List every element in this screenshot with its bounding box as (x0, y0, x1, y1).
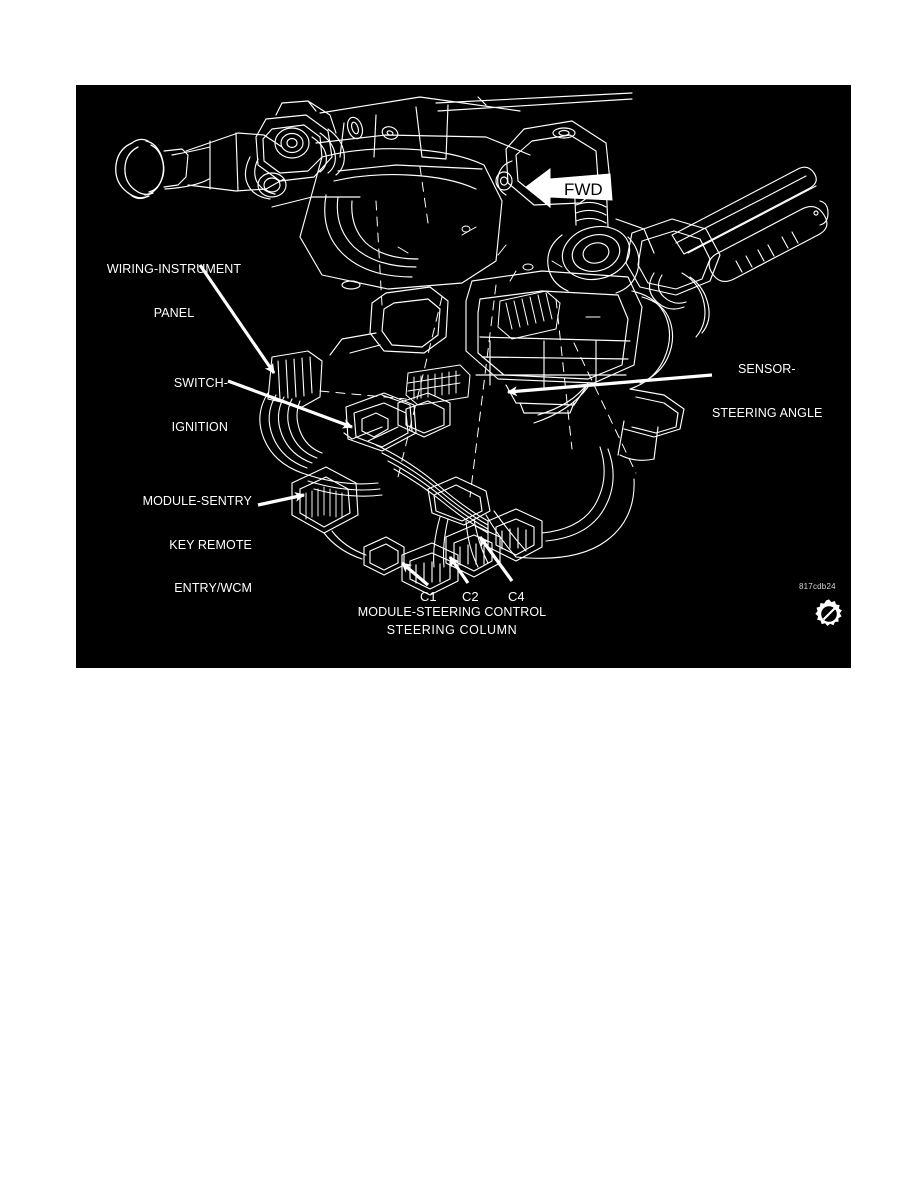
callout-line: KEY REMOTE (169, 537, 252, 552)
gear-slash-icon (815, 599, 842, 626)
callout-line: PANEL (153, 305, 195, 320)
callout-sensor-steering-angle: SENSOR- STEERING ANGLE (712, 333, 851, 449)
figure-caption: STEERING COLUMN (386, 623, 518, 637)
callout-module-sentry-key-remote-entry-wcm: MODULE-SENTRY KEY REMOTE ENTRY/WCM (76, 465, 252, 625)
callout-line: SWITCH- (173, 376, 228, 390)
callout-line: SENSOR- (738, 362, 796, 376)
callout-line: IGNITION (171, 419, 228, 434)
callout-line: ENTRY/WCM (174, 581, 252, 595)
callout-line: WIRING-INSTRUMENT (106, 262, 242, 276)
illustration-plate: FWD (76, 85, 851, 668)
callout-switch-ignition: SWITCH- IGNITION (76, 347, 228, 463)
callout-module-steering-control: MODULE-STEERING CONTROL (357, 605, 547, 619)
callout-line: STEERING ANGLE (712, 405, 823, 420)
connector-label-c1: C1 (420, 589, 437, 604)
fwd-label: FWD (564, 180, 603, 199)
connector-label-c2: C2 (462, 589, 479, 604)
figure-code: 817cdb24 (799, 582, 836, 591)
callout-wiring-instrument-panel: WIRING-INSTRUMENT PANEL (84, 233, 264, 349)
fwd-direction-arrow: FWD (525, 168, 613, 209)
connector-label-c4: C4 (508, 589, 525, 604)
callout-line: MODULE-SENTRY (142, 494, 252, 508)
